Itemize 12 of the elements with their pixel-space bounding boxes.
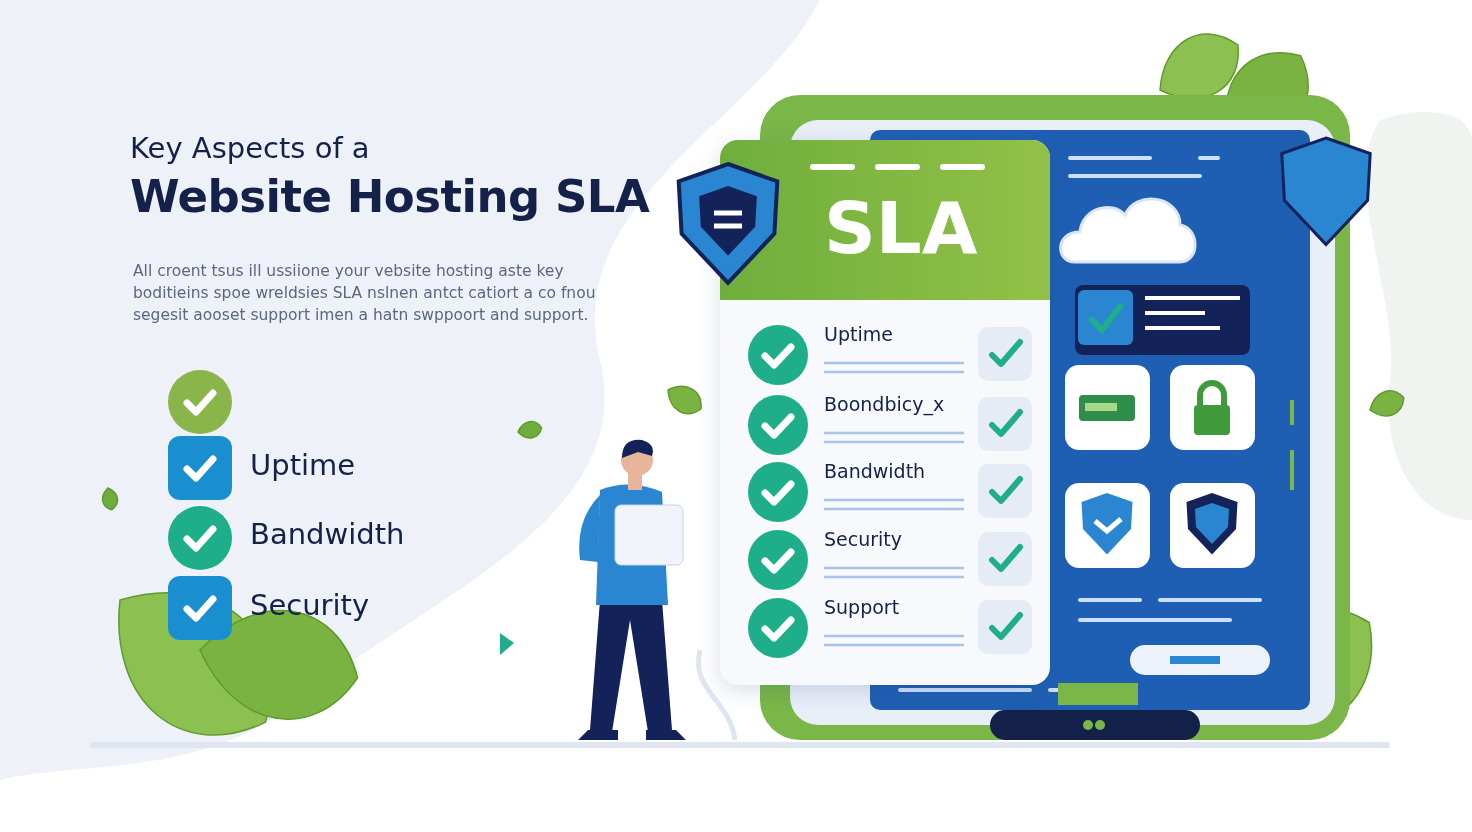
- intro-paragraph: All croent tsus ill ussiione your vebsite hosting aste key boditieins spoe wreldsies SLA nslnen antct catiort a co fnou segesit aooset support imen a hatn swppoort and support.: [133, 261, 597, 326]
- list-label: Security: [250, 588, 370, 622]
- list-label: Bandwidth: [250, 517, 405, 551]
- diagram-title: Key Aspects of a Website Hosting SLA: [130, 132, 650, 224]
- sla-card: [720, 140, 1050, 685]
- card-heading: SLA: [824, 192, 978, 264]
- item-label: Bandwidth: [824, 460, 926, 482]
- list-label: Uptime: [250, 448, 356, 482]
- item-label: Boondbicy_x: [824, 393, 945, 415]
- item-label: Support: [824, 596, 900, 618]
- item-label: Security: [824, 528, 903, 550]
- item-label: Uptime: [824, 323, 893, 345]
